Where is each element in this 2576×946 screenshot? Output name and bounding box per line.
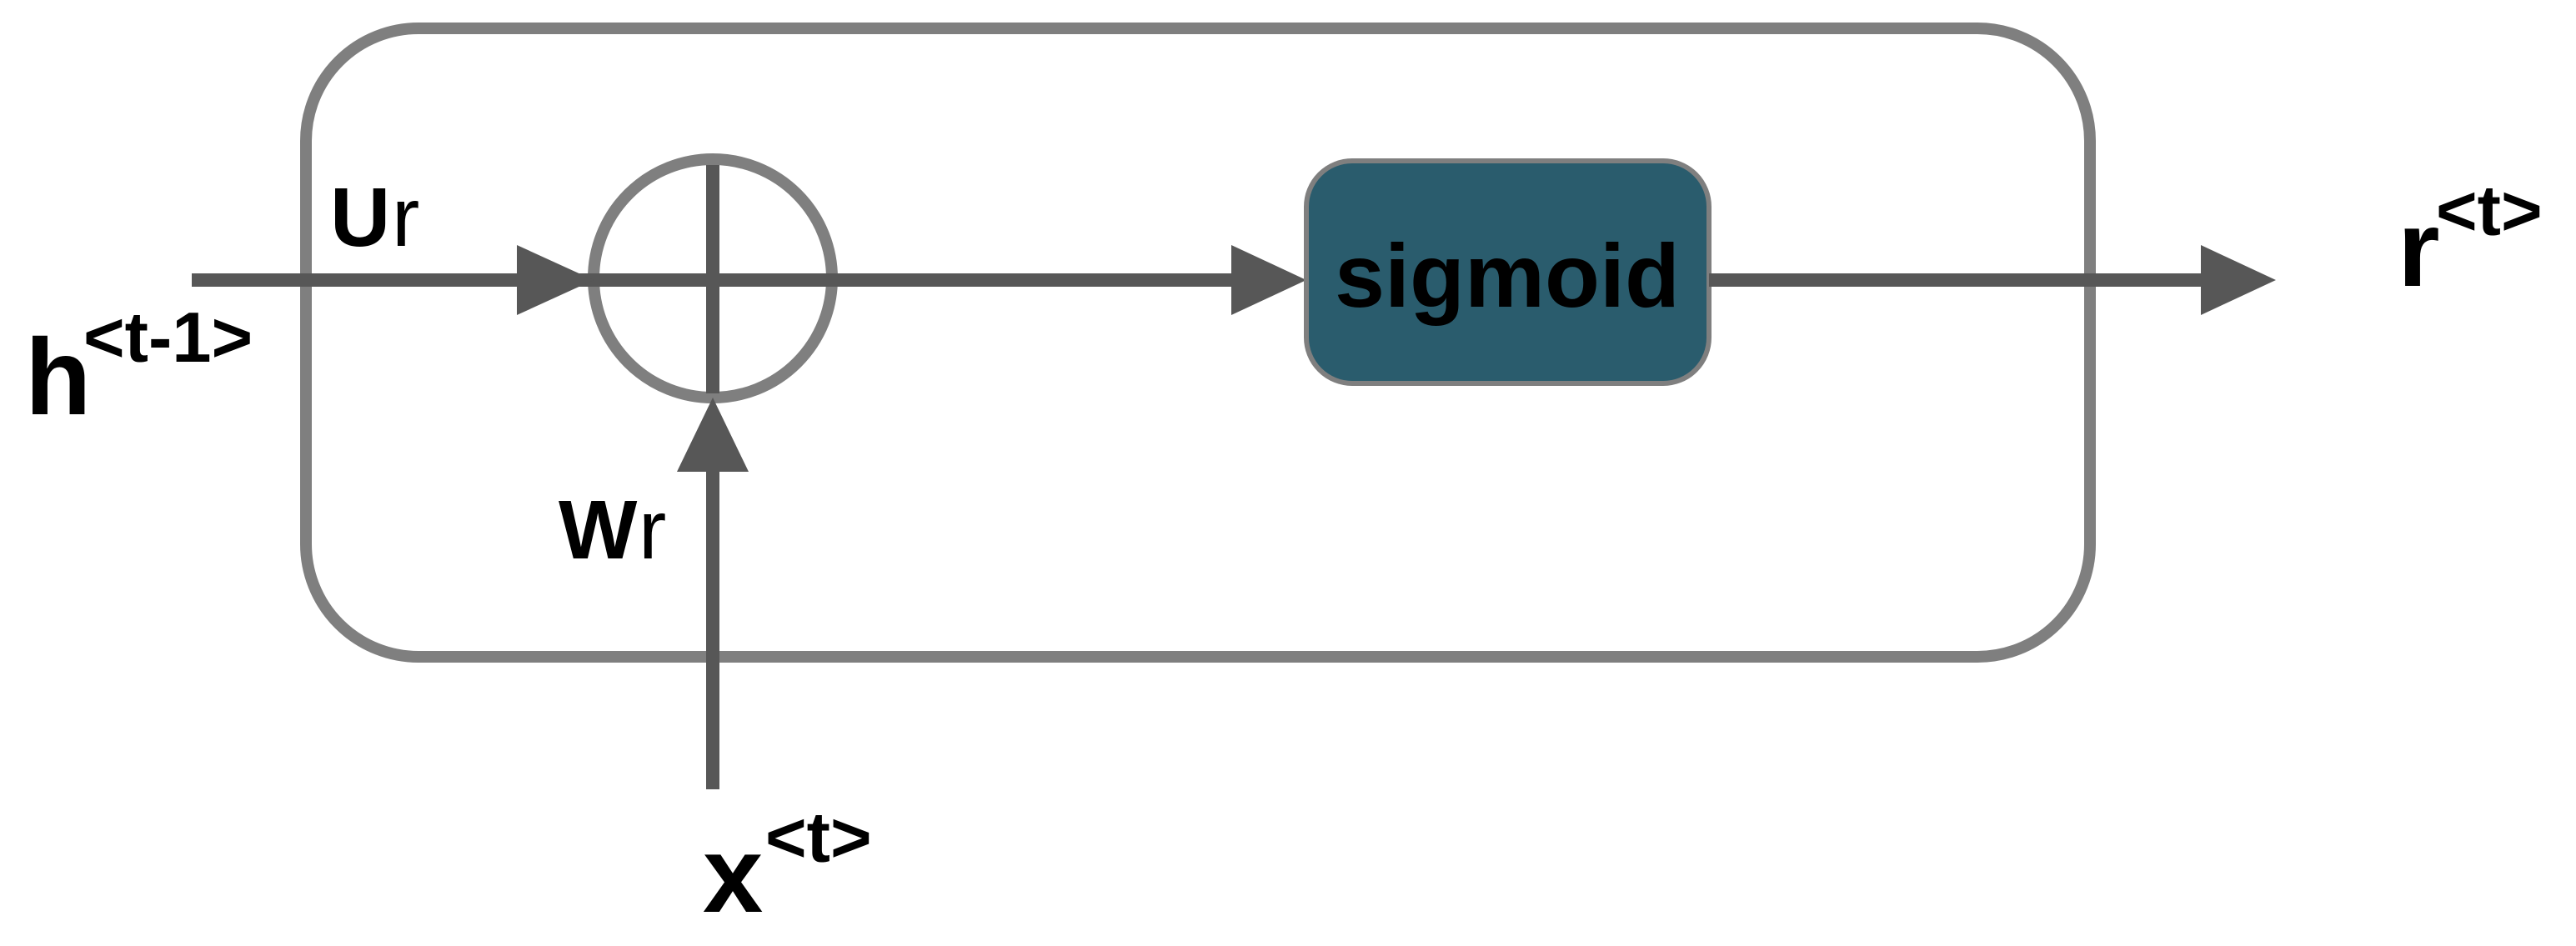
input-weight-label: W (559, 483, 638, 577)
input-vector-label: x (703, 813, 763, 935)
recurrent-weight-subscript: r (392, 171, 419, 264)
hidden-state-label: h (25, 316, 91, 438)
arrowhead-output-icon (2201, 245, 2276, 315)
arrowhead-into-sum-icon (517, 245, 594, 315)
arrowhead-into-activation-icon (1231, 245, 1306, 315)
input-vector-superscript: <t> (765, 798, 872, 878)
hidden-state-superscript: <t-1> (83, 298, 253, 378)
arrowhead-up-into-sum-icon (677, 398, 749, 472)
cell-boundary (300, 23, 2096, 663)
input-weight-subscript: r (639, 483, 666, 577)
activation-label: sigmoid (1335, 225, 1680, 326)
recurrent-weight-label: U (330, 171, 390, 264)
gate-output-label: r (2398, 188, 2440, 309)
gate-output-superscript: <t> (2436, 172, 2543, 251)
activation-box (1304, 158, 1711, 386)
